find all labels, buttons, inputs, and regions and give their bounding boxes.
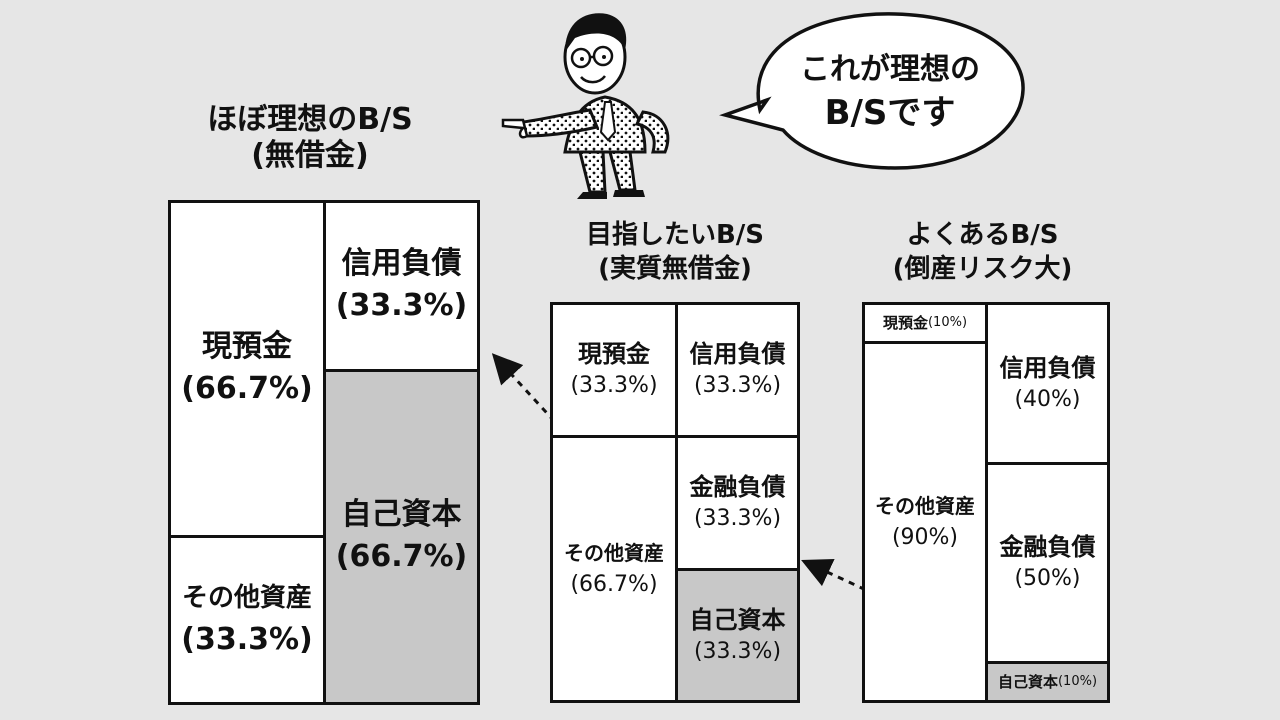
target-financial-liabilities-block: 金融負債 (33.3%) [675,435,800,571]
common-financial-liabilities-block: 金融負債 (50%) [985,462,1110,664]
common-equity-label: 自己資本 [997,673,1058,691]
common-cash-pct: (10%) [927,315,968,330]
sheet-ideal-title: ほぼ理想のB/S (無借金) [160,102,460,174]
ideal-cash-label: 現預金 [202,329,292,364]
pointing-businessman-illustration [501,13,670,199]
ideal-trade-liabilities-block: 信用負債 (33.3%) [323,200,480,372]
target-other-assets-pct: (66.7%) [570,572,658,597]
dashed-arrow-common-to-target [801,558,986,647]
common-trade-liabilities-pct: (40%) [1014,386,1081,412]
target-financial-liabilities-pct: (33.3%) [693,506,782,531]
common-cash-block: 現預金 (10%) [862,302,988,344]
target-equity-label: 自己資本 [689,605,786,634]
speech-bubble [719,12,1025,170]
target-other-assets-label: その他資産 [564,541,664,565]
target-trade-liabilities-pct: (33.3%) [693,373,782,398]
target-cash-pct: (33.3%) [570,373,658,398]
common-cash-label: 現預金 [882,314,928,332]
sheet-target-title: 目指したいB/S (実質無借金) [545,218,805,286]
common-equity-pct: (10%) [1057,674,1098,689]
sheet-target-title-text: 目指したいB/S [585,220,765,250]
target-cash-label: 現預金 [578,340,650,368]
target-trade-liabilities-block: 信用負債 (33.3%) [675,302,800,438]
sheet-common-title: よくあるB/S (倒産リスク大) [855,218,1110,286]
sheet-common-subtitle: (倒産リスク大) [892,254,1073,284]
common-other-assets-pct: (90%) [891,525,959,550]
ideal-cash-block: 現預金 (66.7%) [168,200,326,538]
common-trade-liabilities-block: 信用負債 (40%) [985,302,1110,465]
ideal-other-assets-pct: (33.3%) [181,622,313,657]
common-equity-block: 自己資本 (10%) [985,661,1110,703]
target-cash-block: 現預金 (33.3%) [550,302,678,438]
common-trade-liabilities-label: 信用負債 [999,353,1096,382]
ideal-other-assets-label: その他資産 [181,583,312,613]
speech-line-1: これが理想の [800,52,980,87]
target-equity-pct: (33.3%) [693,638,782,664]
target-other-assets-block: その他資産 (66.7%) [550,435,678,703]
sheet-common-title-text: よくあるB/S [906,220,1059,250]
common-other-assets-block: その他資産 (90%) [862,341,988,703]
sheet-ideal-subtitle: (無借金) [251,138,369,173]
common-financial-liabilities-label: 金融負債 [999,533,1096,561]
ideal-trade-liabilities-pct: (33.3%) [335,288,468,323]
ideal-other-assets-block: その他資産 (33.3%) [168,535,326,705]
speech-text: これが理想の B/Sです [765,50,1015,136]
ideal-equity-label: 自己資本 [341,497,462,532]
speech-line-2: B/Sです [824,93,956,133]
ideal-trade-liabilities-label: 信用負債 [341,246,462,281]
common-other-assets-label: その他資産 [875,494,975,518]
ideal-cash-pct: (66.7%) [181,371,313,406]
target-equity-block: 自己資本 (33.3%) [675,568,800,703]
target-financial-liabilities-label: 金融負債 [689,473,786,501]
ideal-equity-pct: (66.7%) [335,539,468,574]
common-financial-liabilities-pct: (50%) [1014,566,1081,591]
target-trade-liabilities-label: 信用負債 [689,340,786,368]
sheet-target-subtitle: (実質無借金) [598,254,752,284]
sheet-ideal-title-text: ほぼ理想のB/S [207,102,413,137]
ideal-equity-block: 自己資本 (66.7%) [323,369,480,705]
